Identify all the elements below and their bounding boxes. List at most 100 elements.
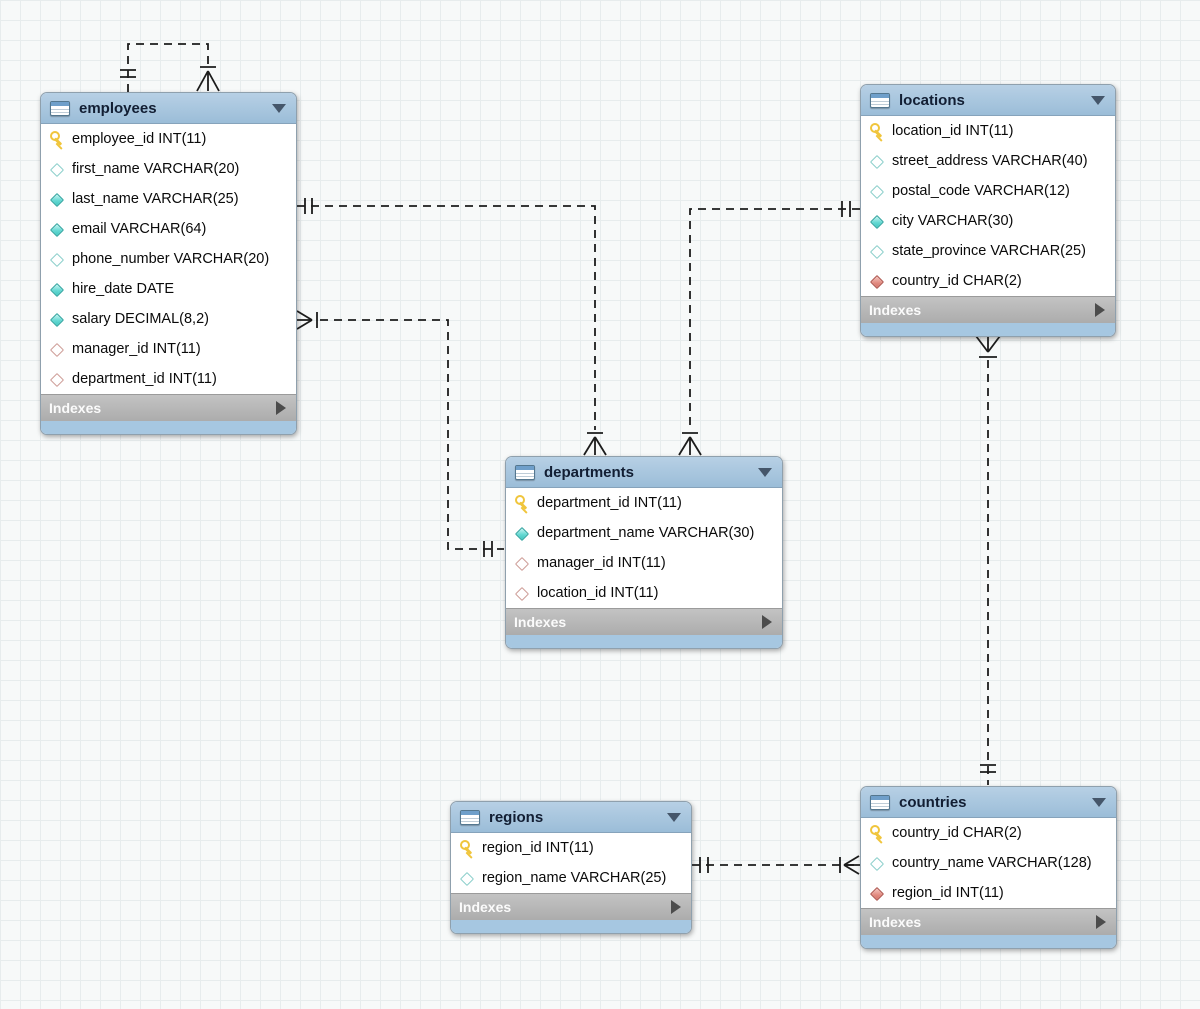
column-type-icon (514, 525, 529, 541)
indexes-row[interactable]: Indexes (861, 908, 1116, 935)
column-row: state_province VARCHAR(25) (861, 236, 1115, 266)
table-locations-header[interactable]: locations (861, 85, 1115, 116)
column-label: department_name VARCHAR(30) (537, 525, 755, 541)
table-regions[interactable]: regions region_id INT(11) region_name VA… (450, 801, 692, 934)
table-title: departments (544, 463, 635, 481)
connector-departments-employees-left[interactable] (296, 310, 504, 557)
column-row: location_id INT(11) (506, 578, 782, 608)
column-label: last_name VARCHAR(25) (72, 191, 239, 207)
table-countries-header[interactable]: countries (861, 787, 1116, 818)
column-type-icon (869, 855, 884, 871)
expand-arrow-icon[interactable] (671, 900, 681, 914)
column-label: state_province VARCHAR(25) (892, 243, 1086, 259)
table-employees[interactable]: employees employee_id INT(11) first_name… (40, 92, 297, 435)
collapse-arrow-icon[interactable] (1092, 797, 1106, 807)
table-columns: employee_id INT(11) first_name VARCHAR(2… (41, 124, 296, 394)
column-row: city VARCHAR(30) (861, 206, 1115, 236)
collapse-arrow-icon[interactable] (272, 103, 286, 113)
table-bottom-strip (41, 421, 296, 434)
column-label: manager_id INT(11) (72, 341, 201, 357)
column-label: country_id CHAR(2) (892, 825, 1022, 841)
indexes-row[interactable]: Indexes (861, 296, 1115, 323)
table-icon (460, 809, 480, 825)
foreign-key-icon (869, 885, 884, 901)
expand-arrow-icon[interactable] (762, 615, 772, 629)
primary-key-icon (869, 825, 884, 841)
connector-regions-countries-horizontal[interactable] (692, 855, 860, 875)
indexes-label: Indexes (459, 899, 512, 915)
table-bottom-strip (861, 323, 1115, 336)
column-row: postal_code VARCHAR(12) (861, 176, 1115, 206)
connector-employees-self-reference[interactable] (120, 43, 220, 92)
collapse-arrow-icon[interactable] (667, 812, 681, 822)
indexes-label: Indexes (869, 914, 922, 930)
table-title: countries (899, 793, 967, 811)
column-row: email VARCHAR(64) (41, 214, 296, 244)
indexes-row[interactable]: Indexes (451, 893, 691, 920)
column-label: department_id INT(11) (72, 371, 217, 387)
connector-locations-countries-vertical[interactable] (975, 335, 1001, 785)
column-row: country_id CHAR(2) (861, 266, 1115, 296)
column-row: manager_id INT(11) (506, 548, 782, 578)
column-row: department_name VARCHAR(30) (506, 518, 782, 548)
table-regions-header[interactable]: regions (451, 802, 691, 833)
column-row: manager_id INT(11) (41, 334, 296, 364)
column-row: country_name VARCHAR(128) (861, 848, 1116, 878)
foreign-key-icon (49, 371, 64, 387)
column-label: location_id INT(11) (892, 123, 1014, 139)
table-departments[interactable]: departments department_id INT(11) depart… (505, 456, 783, 649)
table-countries[interactable]: countries country_id CHAR(2) country_nam… (860, 786, 1117, 949)
indexes-row[interactable]: Indexes (41, 394, 296, 421)
column-label: phone_number VARCHAR(20) (72, 251, 270, 267)
indexes-label: Indexes (49, 400, 102, 416)
table-locations[interactable]: locations location_id INT(11) street_add… (860, 84, 1116, 337)
table-icon (870, 92, 890, 108)
column-type-icon (869, 243, 884, 259)
column-row: country_id CHAR(2) (861, 818, 1116, 848)
column-label: manager_id INT(11) (537, 555, 666, 571)
table-bottom-strip (506, 635, 782, 648)
connector-employees-departments-top-left[interactable] (297, 198, 607, 456)
column-type-icon (49, 311, 64, 327)
column-type-icon (49, 191, 64, 207)
table-departments-header[interactable]: departments (506, 457, 782, 488)
column-label: street_address VARCHAR(40) (892, 153, 1088, 169)
column-label: country_name VARCHAR(128) (892, 855, 1092, 871)
table-icon (870, 794, 890, 810)
table-columns: region_id INT(11) region_name VARCHAR(25… (451, 833, 691, 893)
column-label: country_id CHAR(2) (892, 273, 1022, 289)
collapse-arrow-icon[interactable] (1091, 95, 1105, 105)
column-type-icon (49, 251, 64, 267)
table-columns: country_id CHAR(2) country_name VARCHAR(… (861, 818, 1116, 908)
collapse-arrow-icon[interactable] (758, 467, 772, 477)
column-row: department_id INT(11) (506, 488, 782, 518)
column-row: region_id INT(11) (451, 833, 691, 863)
column-label: first_name VARCHAR(20) (72, 161, 240, 177)
column-row: department_id INT(11) (41, 364, 296, 394)
column-label: department_id INT(11) (537, 495, 682, 511)
expand-arrow-icon[interactable] (1095, 303, 1105, 317)
column-type-icon (869, 153, 884, 169)
table-employees-header[interactable]: employees (41, 93, 296, 124)
indexes-label: Indexes (869, 302, 922, 318)
table-icon (50, 100, 70, 116)
column-row: first_name VARCHAR(20) (41, 154, 296, 184)
primary-key-icon (49, 131, 64, 147)
foreign-key-icon (514, 555, 529, 571)
column-row: region_id INT(11) (861, 878, 1116, 908)
expand-arrow-icon[interactable] (1096, 915, 1106, 929)
column-type-icon (869, 213, 884, 229)
primary-key-icon (869, 123, 884, 139)
indexes-row[interactable]: Indexes (506, 608, 782, 635)
connector-locations-departments-top-right[interactable] (678, 201, 860, 456)
column-type-icon (49, 161, 64, 177)
table-columns: location_id INT(11) street_address VARCH… (861, 116, 1115, 296)
table-icon (515, 464, 535, 480)
column-row: street_address VARCHAR(40) (861, 146, 1115, 176)
table-bottom-strip (451, 920, 691, 933)
table-title: locations (899, 91, 965, 109)
column-label: postal_code VARCHAR(12) (892, 183, 1070, 199)
expand-arrow-icon[interactable] (276, 401, 286, 415)
